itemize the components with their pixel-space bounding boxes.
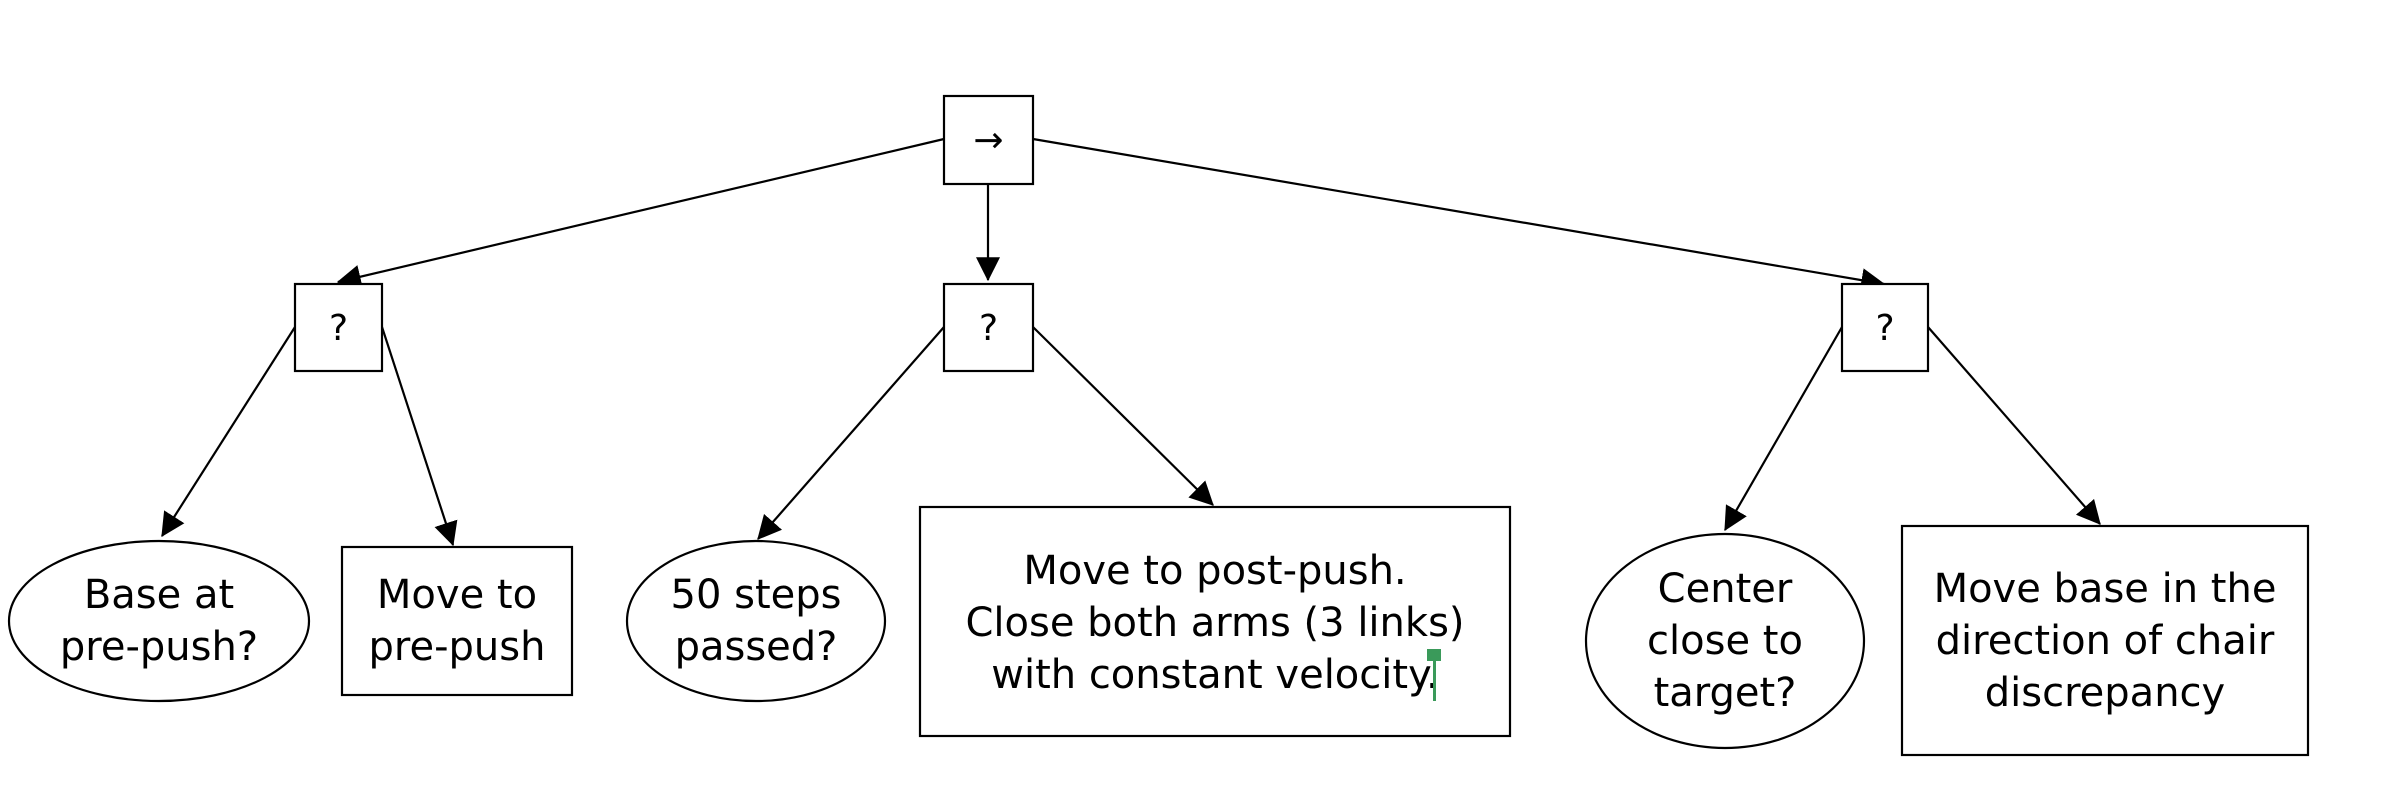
condition-node-base-at-pre-push: Base at pre-push? [7,539,311,703]
edge-selector-2-to-condition [757,326,945,540]
fallback-node-1: ? [293,282,384,373]
condition-node-center-close-to-target: Center close to target? [1584,532,1866,750]
action-node-move-to-post-push: Move to post-push. Close both arms (3 li… [918,505,1512,738]
edge-selector-2-to-action [1032,326,1214,506]
text-cursor [1427,649,1441,701]
edge-root-to-selector-3 [1032,137,1886,292]
fallback-node-3: ? [1840,282,1930,373]
action-label-line: direction of chair [1936,618,2275,664]
action-label-line: Close both arms (3 links) [965,600,1464,646]
fallback-node-2: ? [942,282,1035,373]
action-node-move-base-direction: Move base in the direction of chair disc… [1900,524,2310,757]
edge-selector-3-to-condition [1724,326,1843,532]
fallback-symbol: ? [329,308,348,349]
condition-label-line: 50 steps [671,572,842,618]
condition-label-line: passed? [675,624,838,670]
condition-label-line: target? [1654,670,1797,716]
fallback-symbol: ? [979,308,998,349]
edge-selector-3-to-action [1927,326,2101,525]
condition-label-line: close to [1647,618,1803,664]
action-node-move-to-pre-push: Move to pre-push [340,545,574,697]
sequence-node-root: → [942,94,1035,186]
action-label-line: Move to post-push. [1023,548,1406,594]
action-label-line: pre-push [369,624,546,670]
condition-label-line: Base at [84,572,234,618]
fallback-symbol: ? [1875,308,1894,349]
action-label-line: Move base in the [1934,566,2277,612]
edge-root-to-selector-1 [336,137,945,289]
condition-node-50-steps-passed: 50 steps passed? [625,539,887,703]
edge-selector-1-to-action [380,326,458,547]
sequence-symbol: → [973,120,1003,161]
edge-selector-1-to-condition [161,326,296,538]
action-label-line: discrepancy [1985,670,2225,716]
condition-label-line: pre-push? [60,624,258,670]
condition-label-line: Center [1658,566,1793,612]
action-label-line: Move to [377,572,537,618]
action-label-line: with constant velocity. [991,652,1439,698]
